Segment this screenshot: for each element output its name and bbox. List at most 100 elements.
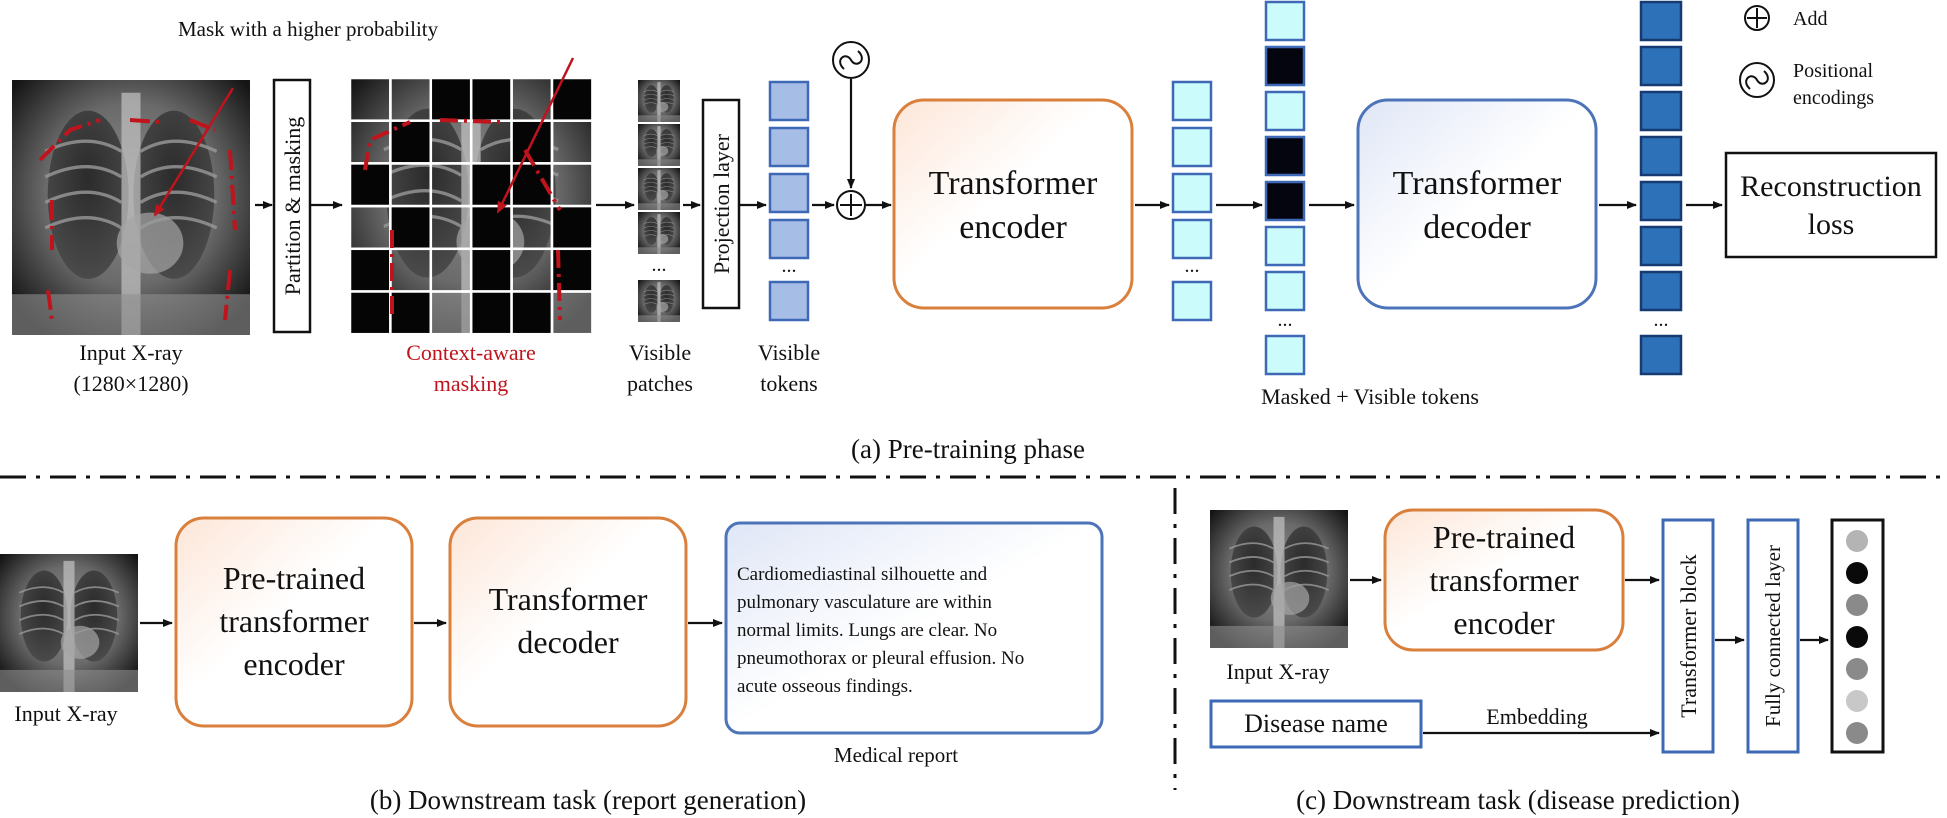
caption-a: (a) Pre-training phase (851, 434, 1085, 464)
prediction-dot (1846, 722, 1868, 744)
transformer-block-box (1661, 518, 1715, 754)
disease-name-box (1209, 699, 1423, 749)
add-icon (1744, 5, 1770, 31)
report-line-4: pneumothorax or pleural effusion. No (737, 648, 1024, 669)
report-decoder-label-2: decoder (517, 624, 619, 660)
report-encoder-label-2: transformer (219, 603, 369, 639)
report-decoder-label-1: Transformer (489, 581, 648, 617)
disease-encoder-label-3: encoder (1453, 605, 1555, 641)
masked-patch (348, 162, 392, 208)
fully-connected-label: Fully connected layer (1761, 545, 1785, 727)
masked-visible-label: Masked + Visible tokens (1261, 384, 1479, 409)
svg-text:...: ... (1185, 255, 1200, 277)
positional-encoding-node (832, 41, 870, 79)
partition-masking-label: Partition & masking (280, 117, 305, 295)
masked-patch (429, 76, 473, 122)
disease-encoder-label-1: Pre-trained (1433, 519, 1575, 555)
tokens-label-1: Visible (758, 340, 820, 365)
fully-connected-layer-box (1746, 518, 1800, 754)
prediction-dot (1846, 594, 1868, 616)
legend-add-label: Add (1793, 8, 1827, 30)
encoder-label-1: Transformer (929, 165, 1098, 202)
legend: Add Positional encodings (1739, 5, 1874, 109)
prediction-dot (1846, 562, 1868, 584)
reconstructed-tokens: ... (1639, 0, 1683, 376)
context-aware-masking-grid (348, 57, 594, 336)
report-line-2: pulmonary vasculature are within (737, 592, 992, 613)
projection-layer-box (701, 98, 741, 310)
report-decoder-box (448, 516, 688, 728)
encoded-tokens: ... (1171, 80, 1213, 322)
masked-patch (469, 204, 513, 251)
disease-encoder-label-2: transformer (1429, 562, 1579, 598)
masked-patch (469, 290, 513, 336)
masked-patch (550, 204, 594, 251)
svg-text:...: ... (652, 254, 667, 276)
mask-note: Mask with a higher probability (178, 17, 439, 41)
visible-patch (550, 290, 594, 336)
positional-encoding-icon (1739, 62, 1775, 98)
prediction-dot (1846, 690, 1868, 712)
disease-prediction-section: Input X-ray Pre-trained transformer enco… (1209, 508, 1885, 815)
add-node (836, 190, 866, 220)
input-xray-image (10, 78, 252, 337)
projection-layer-label: Projection layer (709, 133, 734, 274)
medical-report-box (724, 521, 1104, 735)
masked-patch (510, 290, 554, 336)
input-xray-label-2: (1280×1280) (73, 371, 188, 396)
svg-text:...: ... (782, 255, 797, 277)
report-encoder-label-3: encoder (243, 646, 345, 682)
visible-tokens: ... (768, 80, 810, 322)
disease-input-label: Input X-ray (1226, 659, 1329, 684)
masked-patch (348, 247, 392, 293)
disease-name-label: Disease name (1244, 709, 1388, 738)
decoder-label-1: Transformer (1393, 165, 1562, 202)
masked-patch (389, 204, 433, 251)
partition-masking-box (272, 78, 312, 334)
loss-label-2: loss (1808, 208, 1855, 241)
masked-patch (348, 290, 392, 336)
report-encoder-label-1: Pre-trained (223, 560, 365, 596)
pretraining-section: Mask with a higher probability Input X-r… (10, 0, 1938, 464)
svg-text:...: ... (1654, 309, 1669, 331)
patches-label-1: Visible (629, 340, 691, 365)
prediction-dot (1846, 658, 1868, 680)
masking-label-2: masking (434, 371, 509, 396)
svg-text:...: ... (1278, 309, 1293, 331)
prediction-dot (1846, 530, 1868, 552)
visible-patches: ... (638, 80, 680, 322)
medical-report-label: Medical report (834, 743, 958, 767)
masked-patch (469, 162, 513, 208)
report-line-5: acute osseous findings. (737, 676, 913, 697)
masked-patch (550, 76, 594, 122)
report-input-label: Input X-ray (14, 701, 117, 726)
prediction-dot (1846, 626, 1868, 648)
tokens-label-2: tokens (760, 371, 817, 396)
masked-patch (469, 247, 513, 293)
disease-input-xray-image (1209, 509, 1349, 649)
transformer-encoder-box (892, 98, 1134, 310)
masked-patch (469, 76, 513, 122)
legend-pos-label-1: Positional (1793, 60, 1873, 82)
encoder-label-2: encoder (959, 209, 1067, 246)
loss-label-1: Reconstruction (1740, 170, 1922, 203)
masked-visible-tokens: ... (1264, 0, 1306, 376)
masked-patch (389, 290, 433, 336)
prediction-output-dots (1846, 530, 1868, 744)
high-probability-outline (363, 118, 562, 321)
embedding-label: Embedding (1486, 704, 1587, 729)
report-line-1: Cardiomediastinal silhouette and (737, 564, 988, 585)
decoder-label-2: decoder (1423, 209, 1531, 246)
caption-b: (b) Downstream task (report generation) (370, 785, 806, 815)
report-line-3: normal limits. Lungs are clear. No (737, 620, 997, 641)
reconstruction-loss-box (1724, 151, 1938, 259)
report-input-xray-image (0, 553, 139, 693)
patches-label-2: patches (627, 371, 693, 396)
transformer-decoder-box (1356, 98, 1598, 310)
caption-c: (c) Downstream task (disease prediction) (1296, 785, 1740, 815)
masking-label-1: Context-aware (406, 340, 536, 365)
transformer-block-label: Transformer block (1676, 554, 1701, 718)
report-pretrained-encoder-box (174, 516, 414, 728)
disease-pretrained-encoder-box (1383, 508, 1625, 652)
